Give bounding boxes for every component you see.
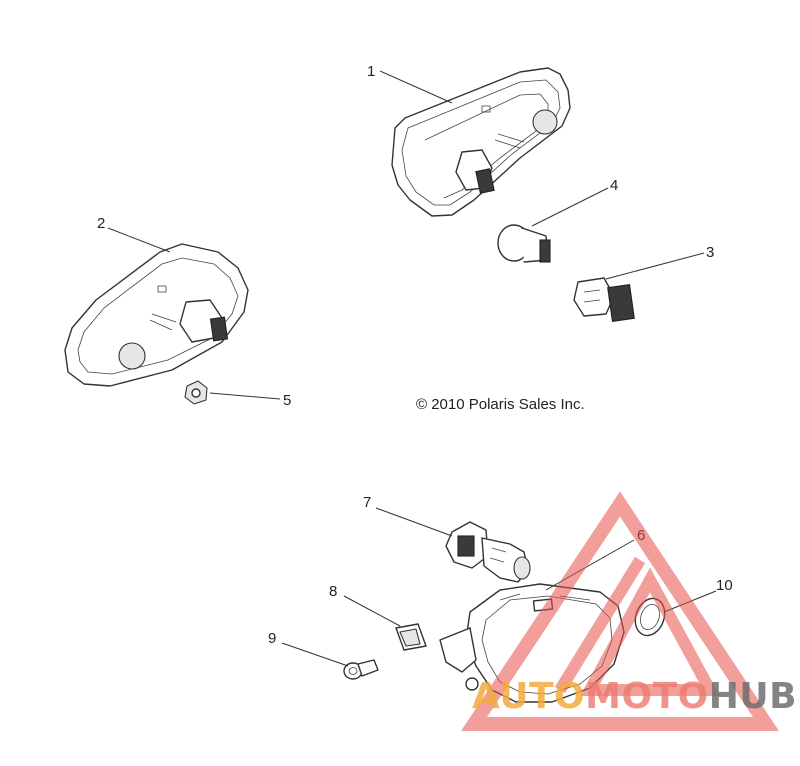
bulb-small (497, 224, 551, 263)
callout-9: 9 (268, 630, 276, 647)
watermark-moto: MOTO (585, 676, 709, 717)
callout-5: 5 (283, 392, 291, 409)
callout-2: 2 (97, 215, 105, 232)
leader-7 (375, 507, 453, 537)
bulb-socket (573, 277, 635, 322)
screw (343, 659, 379, 680)
leader-9 (281, 642, 349, 667)
watermark-hub: HUB (708, 676, 798, 717)
leader-1 (379, 70, 453, 104)
callout-4: 4 (610, 177, 618, 194)
leader-4 (531, 187, 609, 227)
leader-8 (343, 595, 401, 627)
watermark-logo-text: AUTOMOTOHUB (472, 676, 797, 717)
leader-3 (605, 252, 705, 280)
watermark-triangle (460, 491, 780, 731)
callout-8: 8 (329, 583, 337, 600)
callout-3: 3 (706, 244, 714, 261)
clip-nut (395, 623, 427, 651)
tail-light-left (64, 243, 249, 387)
callout-10: 10 (716, 577, 733, 594)
flange-nut (184, 380, 208, 405)
callout-7: 7 (363, 494, 371, 511)
copyright-notice: © 2010 Polaris Sales Inc. (416, 396, 585, 413)
watermark-auto: AUTO (472, 676, 586, 717)
leader-5 (209, 392, 281, 400)
headlight-bulb (445, 521, 531, 583)
callout-1: 1 (367, 63, 375, 80)
tail-light-right (391, 67, 571, 217)
leader-2 (107, 227, 171, 253)
